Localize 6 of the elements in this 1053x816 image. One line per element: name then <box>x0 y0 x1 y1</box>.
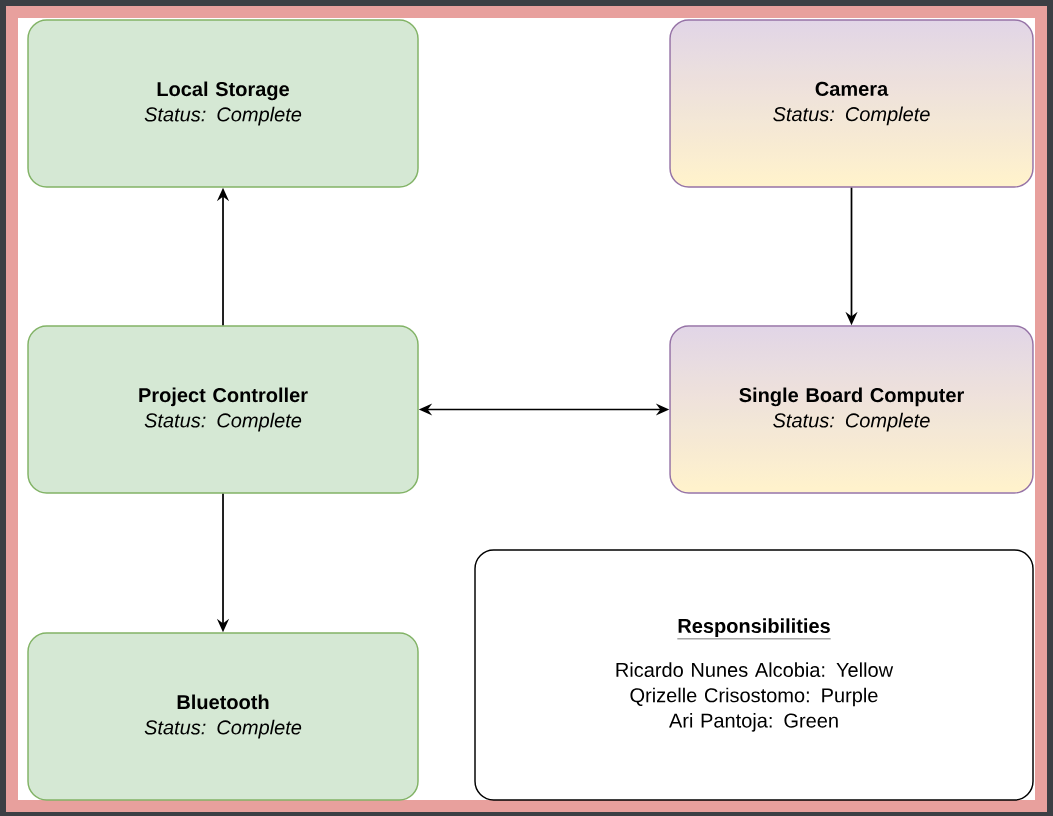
process-box: Bluetooth Status: Complete <box>27 632 419 801</box>
process-box: Project Controller Status: Complete <box>27 325 419 494</box>
legend-box: Responsibilities Ricardo Nunes Alcobia: Yellow Qrizelle Crisostomo: Purple Ari Pantoja: Green <box>474 549 1034 801</box>
process-box: Local Storage Status: Complete <box>27 19 419 188</box>
process-box: Camera Status: Complete <box>669 19 1034 188</box>
process-box: Single Board Computer Status: Complete <box>669 325 1034 494</box>
